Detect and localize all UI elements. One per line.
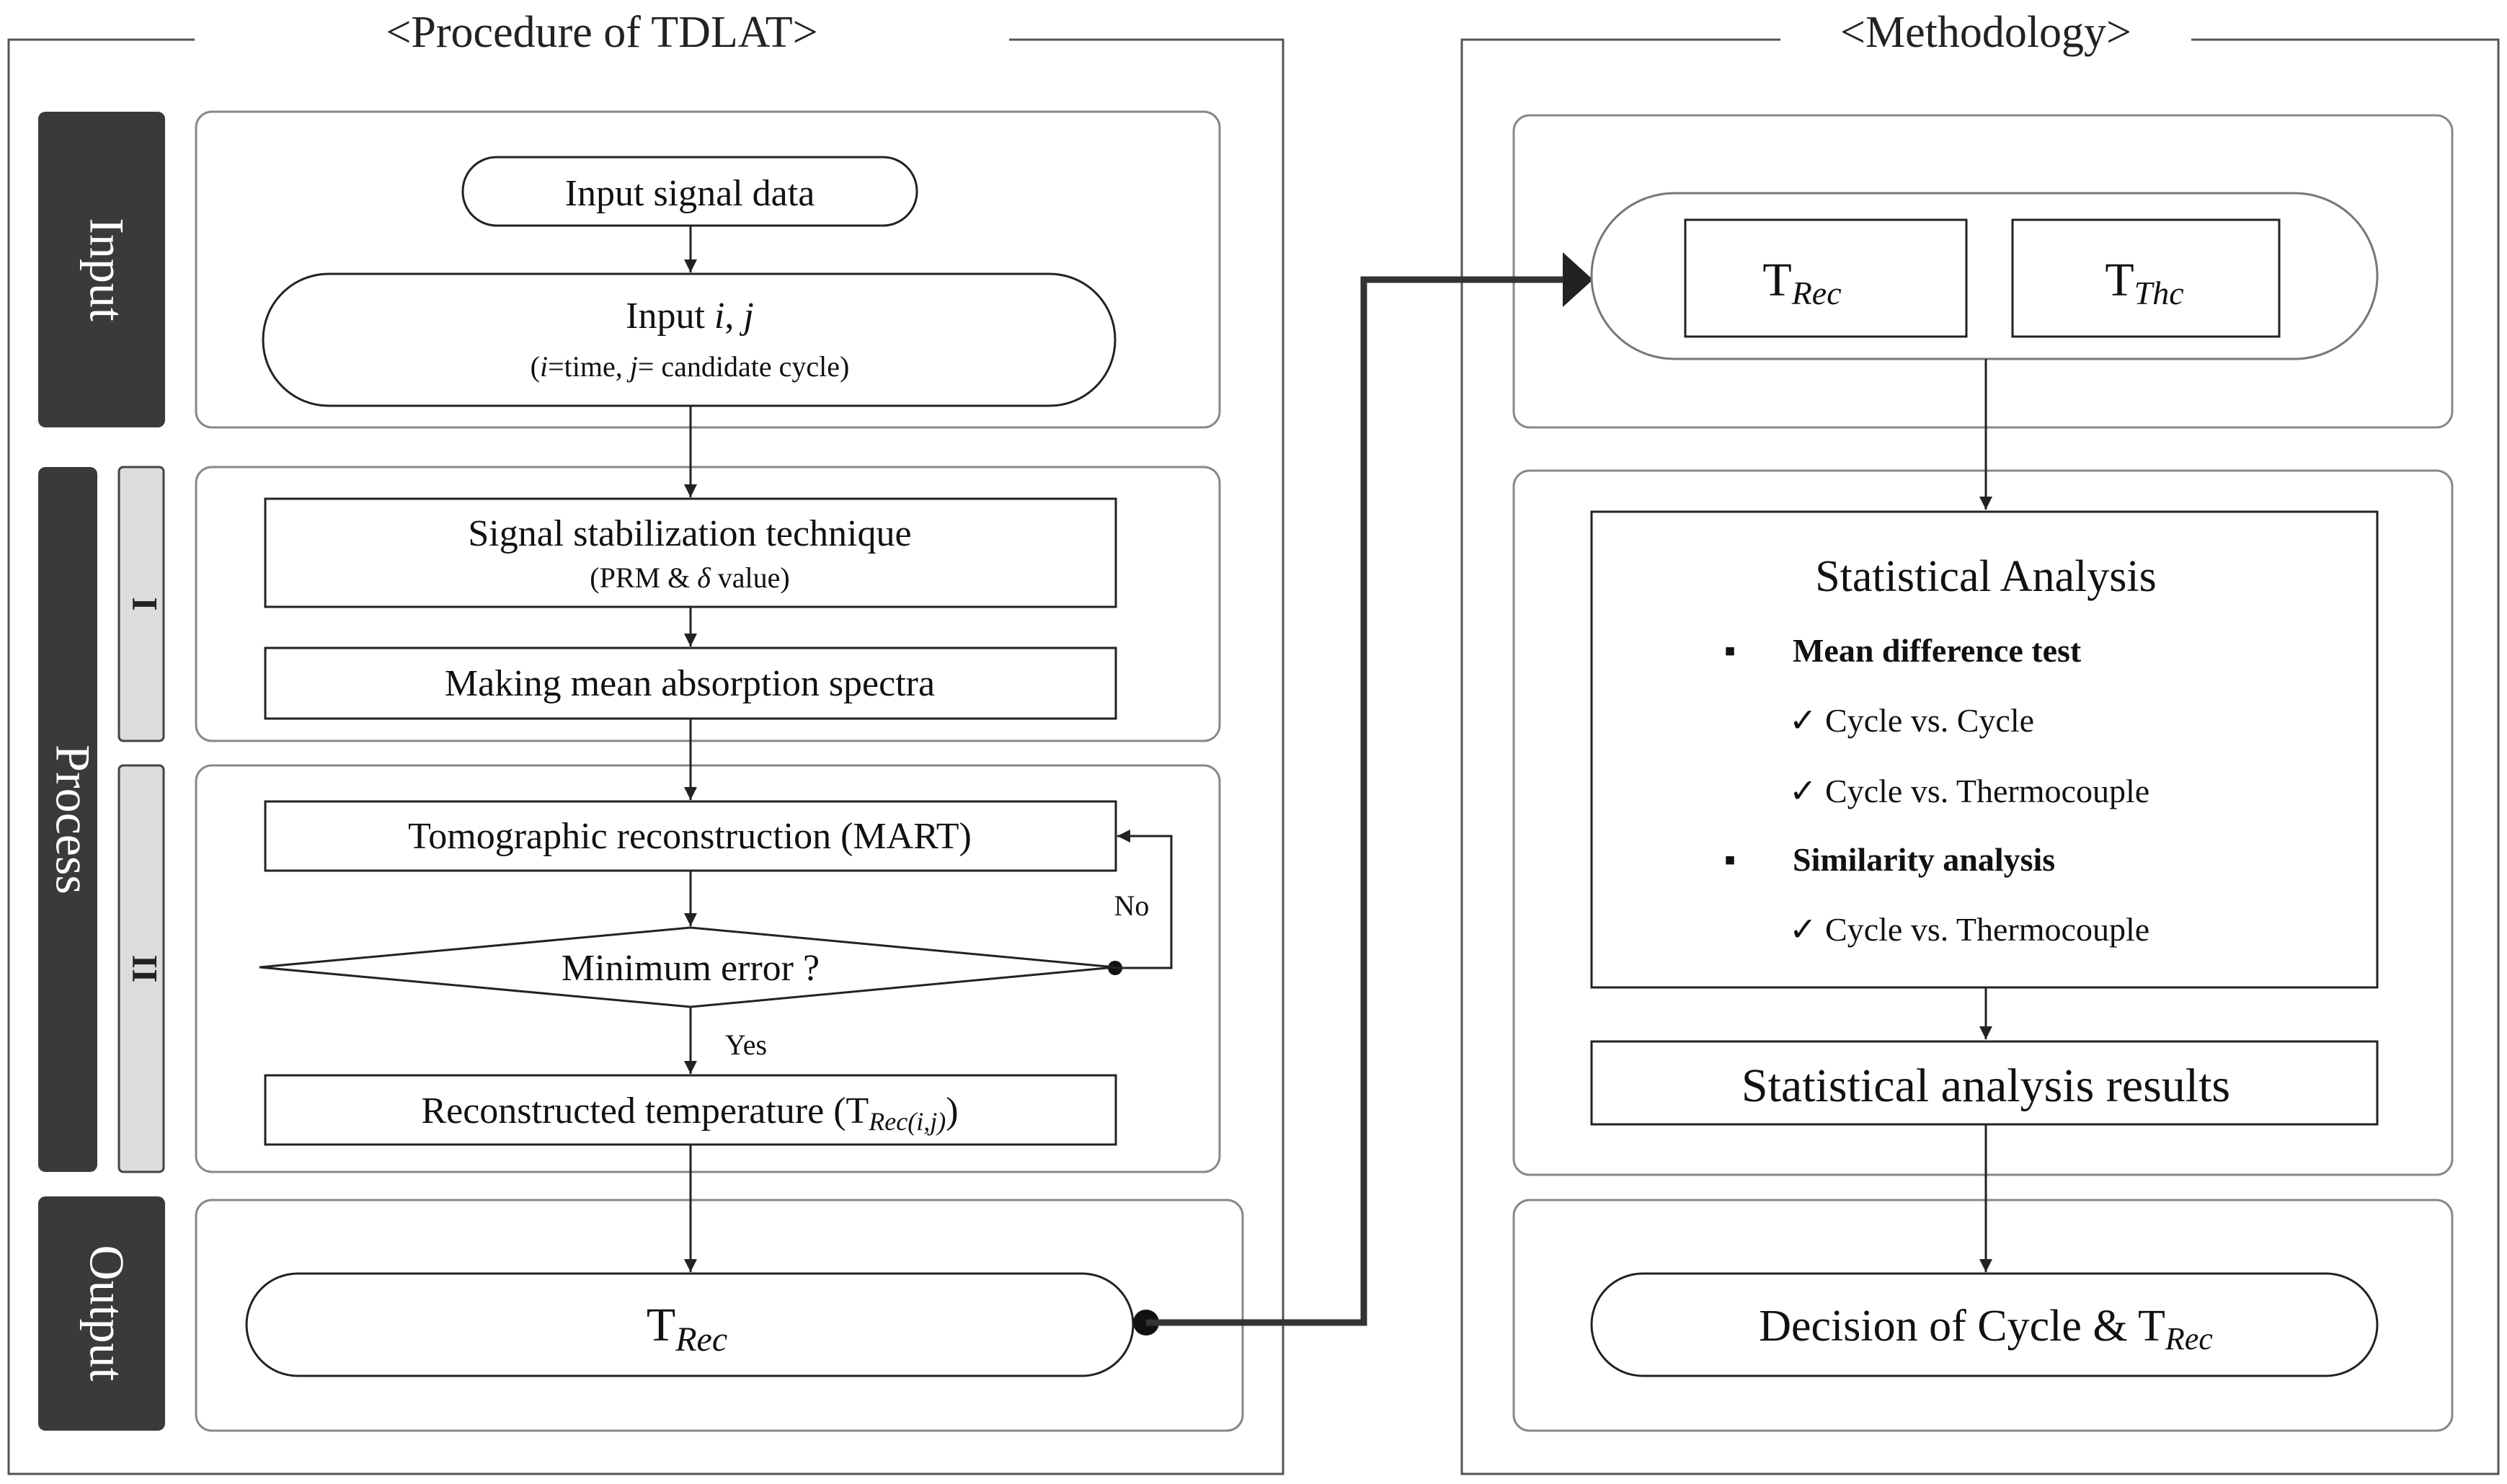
input-section-panel (195, 110, 1221, 429)
statistical-results-label: Statistical analysis results (1741, 1059, 2230, 1112)
decision-node (1590, 1272, 2379, 1377)
bullet-similarity: ▪ (1724, 841, 1736, 878)
decision-prefix: Decision of Cycle & T (1759, 1302, 2165, 1351)
t-thc-box (2011, 218, 2281, 338)
prm-note: (PRM & δ value) (590, 561, 789, 594)
t-rec-box (1684, 218, 1968, 338)
output-section-panel (195, 1199, 1244, 1432)
input-ij-prefix: Input (626, 296, 714, 337)
recon-sub: Rec(i,j) (868, 1107, 946, 1136)
t-thc-label: TThc (2105, 254, 2183, 311)
input-ij-j: j (739, 296, 753, 337)
process-stage-2-panel (195, 764, 1221, 1173)
no-label: No (1114, 889, 1150, 922)
stage-2-tab (117, 764, 165, 1173)
tomographic-label: Tomographic reconstruction (MART) (408, 816, 972, 857)
cycle-vs-thermocouple-item-1: ✓ Cycle vs. Thermocouple (1789, 773, 2149, 809)
stage-2-label: II (125, 955, 166, 983)
similarity-analysis-label: Similarity analysis (1793, 841, 2055, 878)
t-thc-sub: Thc (2134, 275, 2184, 311)
output-t-rec-node (245, 1272, 1135, 1377)
t-thc-base: T (2105, 254, 2134, 306)
prm-prefix: (PRM & (590, 561, 697, 594)
signal-stabilization-label: Signal stabilization technique (468, 513, 911, 554)
tomographic-node (264, 800, 1117, 872)
yes-label: Yes (725, 1028, 767, 1061)
prm-suffix: value) (711, 561, 790, 594)
note-j: j (626, 350, 638, 383)
statistical-analysis-box (1590, 510, 2379, 989)
methodology-title: <Methodology> (1840, 8, 2131, 57)
t-rec-sub: Rec (1791, 275, 1842, 311)
stage-1-label: I (125, 597, 166, 610)
cycle-vs-cycle-item: ✓ Cycle vs. Cycle (1789, 702, 2034, 739)
reconstructed-temperature-node (264, 1074, 1117, 1146)
note-open: ( (531, 350, 540, 383)
input-ij-comma: , (724, 296, 743, 337)
minimum-error-label: Minimum error ? (562, 948, 820, 989)
note-rest: = candidate cycle) (638, 350, 850, 383)
inputs-section-panel (1512, 114, 2454, 429)
decision-sub: Rec (2165, 1321, 2213, 1356)
input-side-label: Input (79, 218, 134, 321)
stage-1-tab (117, 466, 165, 742)
methodology-entry-arrowhead (1563, 252, 1593, 307)
output-side-tab (38, 1196, 165, 1431)
mean-absorption-node (264, 647, 1117, 720)
procedure-title: <Procedure of TDLAT> (386, 8, 817, 57)
recon-suffix: ) (946, 1090, 958, 1132)
input-ij-note: (i=time, j= candidate cycle) (531, 350, 850, 383)
cycle-vs-thermocouple-item-2: ✓ Cycle vs. Thermocouple (1789, 911, 2149, 948)
minimum-error-decision (259, 926, 1116, 1008)
process-side-tab (38, 467, 97, 1172)
signal-stabilization-node (264, 497, 1117, 608)
input-signal-label: Input signal data (565, 173, 815, 214)
process-side-label: Process (45, 745, 100, 894)
recon-prefix: Reconstructed temperature (T (421, 1090, 869, 1132)
note-time: =time, (548, 350, 630, 383)
decision-label: Decision of Cycle & TRec (1759, 1302, 2213, 1356)
reconstructed-temperature-label: Reconstructed temperature (TRec(i,j)) (421, 1090, 958, 1136)
procedure-frame (7, 38, 1284, 1475)
prm-delta: δ (697, 561, 711, 594)
output-rec-sub: Rec (675, 1320, 727, 1359)
statistical-results-box (1590, 1040, 2379, 1126)
t-rec-base: T (1762, 254, 1791, 306)
t-rec-label: TRec (1762, 254, 1841, 311)
mean-difference-test-label: Mean difference test (1793, 632, 2082, 669)
decision-section-panel (1512, 1199, 2454, 1432)
output-to-methodology-line (1146, 276, 1564, 1326)
mean-absorption-label: Making mean absorption spectra (445, 663, 935, 704)
input-ij-i: i (714, 296, 724, 337)
input-side-tab (38, 112, 165, 427)
input-ij-node (262, 272, 1117, 407)
input-signal-node (461, 156, 918, 227)
no-loop-arrow (1115, 830, 1173, 969)
methodology-frame (1460, 38, 2500, 1475)
bullet-mean-difference: ▪ (1724, 632, 1736, 669)
note-i: i (540, 350, 548, 383)
process-stage-1-panel (195, 466, 1221, 742)
input-ij-label: Input i, j (626, 296, 754, 337)
statistical-analysis-title: Statistical Analysis (1815, 552, 2157, 601)
analysis-section-panel (1512, 469, 2454, 1176)
output-t: T (647, 1299, 675, 1351)
output-t-rec-label: TRec (647, 1299, 727, 1359)
output-side-label: Output (79, 1245, 134, 1382)
